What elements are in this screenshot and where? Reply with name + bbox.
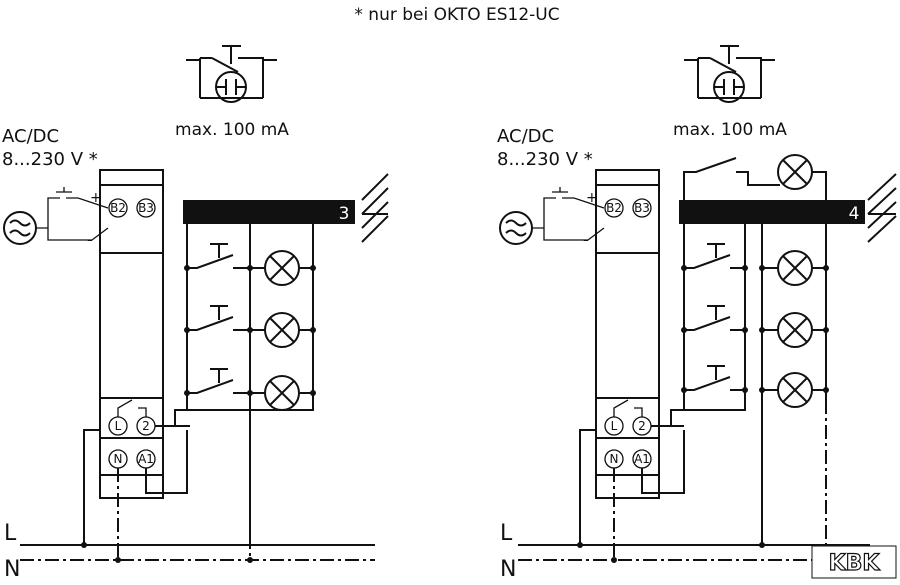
footnote-text: * nur bei OKTO ES12-UC	[354, 5, 559, 25]
left-current-label: max. 100 mA	[175, 120, 289, 140]
right-supply-label-line2: 8...230 V *	[497, 149, 593, 170]
left-supply-label-line1: AC/DC	[2, 126, 59, 147]
left-terminal-2: 2	[142, 419, 150, 433]
right-illuminated-pushbutton-symbol	[684, 45, 775, 103]
right-rail-label-l: L	[500, 521, 513, 546]
right-terminal-l: L	[611, 419, 618, 433]
right-supply-label-line1: AC/DC	[497, 126, 554, 147]
right-current-label: max. 100 mA	[673, 120, 787, 140]
right-wire-hatch	[867, 173, 897, 243]
left-illuminated-pushbutton-symbol	[186, 45, 277, 103]
left-plus-sign: +	[90, 190, 102, 206]
left-rail-label-l: L	[4, 521, 17, 546]
right-terminal-b2: B2	[606, 201, 622, 215]
right-terminal-a1: A1	[634, 452, 650, 466]
right-terminal-b3: B3	[634, 201, 650, 215]
left-diagram: max. 100 mA AC/DC 8...230 V * + - B2 B3 …	[2, 45, 389, 563]
left-ac-source-symbol: + -	[3, 187, 109, 249]
left-pushbutton-lamp-rows	[184, 243, 316, 411]
left-relay-module: B2 B3 L 2 N A1	[99, 169, 164, 499]
right-bus-bar	[679, 200, 865, 224]
right-terminal-2: 2	[638, 419, 646, 433]
left-supply-label-line2: 8...230 V *	[2, 149, 98, 170]
right-diagram: max. 100 mA AC/DC 8...230 V * + - B2 B3 …	[497, 45, 897, 563]
right-wire-count: 4	[849, 204, 860, 224]
right-top-switch-lamp	[683, 154, 827, 200]
right-terminal-n: N	[610, 452, 619, 466]
left-wire-hatch	[361, 173, 389, 243]
right-pushbutton-lamp-rows	[681, 243, 829, 408]
left-bus-bar	[183, 200, 355, 224]
left-wire-count: 3	[339, 204, 350, 224]
left-rail-label-n: N	[4, 557, 20, 582]
right-minus-sign: -	[583, 230, 589, 249]
right-rail-label-n: N	[500, 557, 516, 582]
left-terminal-b3: B3	[138, 201, 154, 215]
right-plus-sign: +	[586, 190, 598, 206]
left-terminal-b2: B2	[110, 201, 126, 215]
kbk-logo-text: KBK	[829, 551, 881, 576]
left-minus-sign: -	[87, 230, 93, 249]
left-terminal-a1: A1	[138, 452, 154, 466]
supply-rails: L N L N	[4, 521, 870, 582]
right-ac-source-symbol: + -	[499, 187, 605, 249]
left-terminal-l: L	[115, 419, 122, 433]
kbk-logo: KBK	[811, 545, 897, 579]
right-relay-module: B2 B3 L 2 N A1	[595, 169, 660, 499]
left-terminal-n: N	[114, 452, 123, 466]
